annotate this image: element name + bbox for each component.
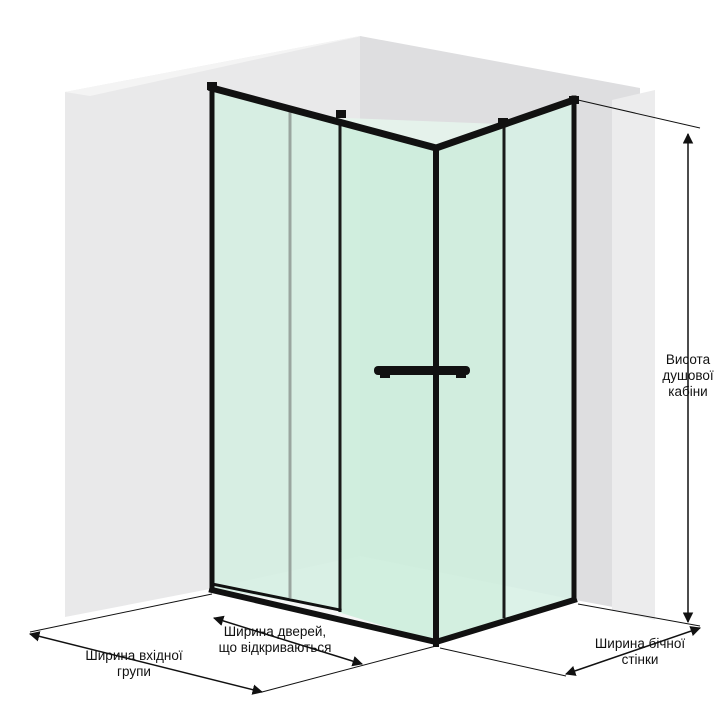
- entrance-width-arrow: [28, 631, 264, 695]
- side-fixed-glass: [504, 104, 574, 618]
- entrance-width-label: Ширина вхідної групи: [85, 648, 183, 679]
- corner-cap-left: [207, 82, 217, 90]
- entrance-ext-right: [261, 645, 437, 693]
- height-label: Висота душової кабіни: [662, 352, 714, 399]
- side-width-arrow: [565, 626, 701, 676]
- height-ext-bottom: [577, 603, 701, 627]
- front-roller: [336, 110, 346, 118]
- corner-cap-right: [569, 96, 579, 104]
- entrance-ext-left: [29, 593, 213, 633]
- front-door-glass: [338, 118, 436, 642]
- side-roller: [498, 118, 508, 126]
- left-wall-top-edge: [65, 36, 362, 96]
- height-ext-top: [577, 99, 701, 129]
- top-reflection: [340, 118, 500, 148]
- front-fixed-glass: [212, 92, 340, 610]
- door-width-arrow: [212, 615, 364, 667]
- right-wall: [612, 90, 655, 620]
- door-width-label: Ширина дверей, що відкриваються: [218, 624, 332, 655]
- door-handle: [374, 366, 470, 378]
- side-width-label: Ширина бічної стінки: [594, 636, 686, 667]
- side-ext-left: [439, 647, 567, 677]
- side-door-glass: [436, 125, 504, 642]
